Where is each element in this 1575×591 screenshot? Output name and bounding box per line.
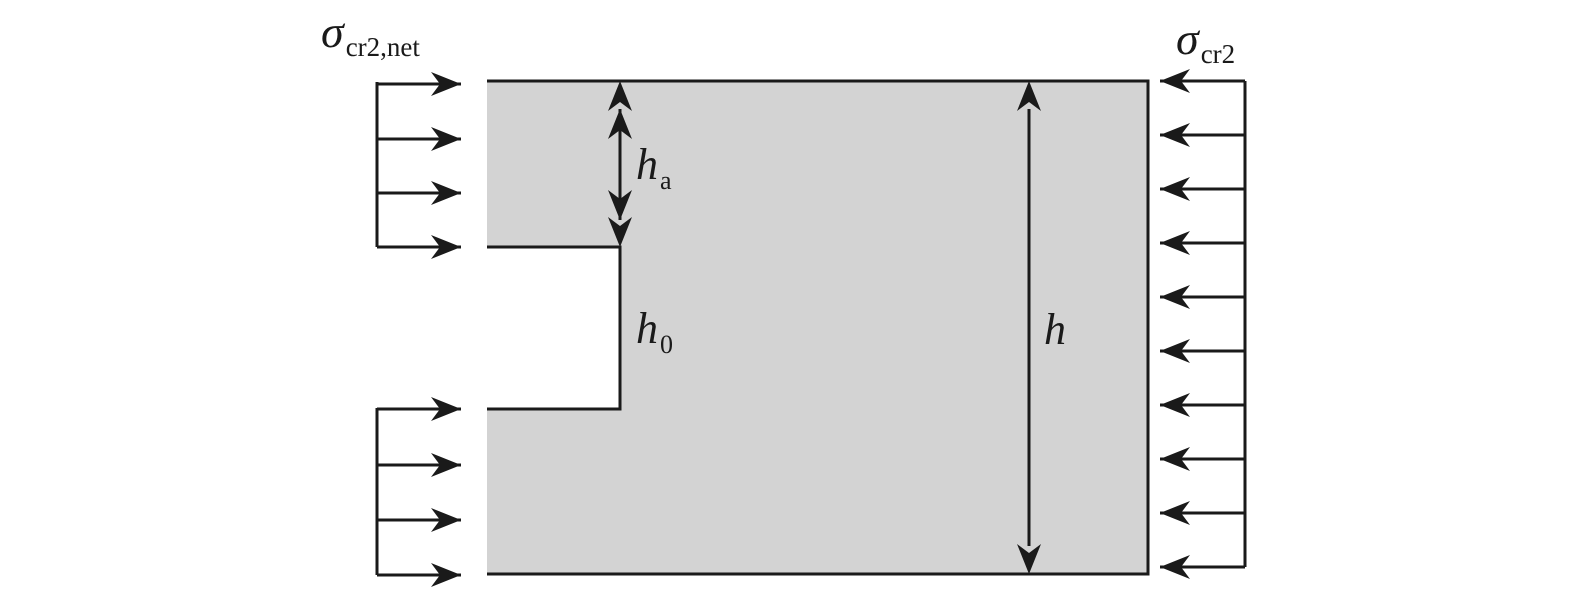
h0-symbol: h [636,304,658,353]
left-stress-symbol: σ [321,6,346,57]
right-stress-label: σcr2 [1176,13,1235,69]
dimension-label-h: h [1044,305,1066,354]
ha-symbol: h [636,140,658,189]
dimension-label-h0: h0 [636,304,673,359]
arrowhead-ha-bottom [608,217,632,247]
left-stress-subscript: cr2,net [346,32,421,62]
right-stress-group [1160,69,1247,579]
left-stress-upper-group [375,72,461,259]
ha-subscript: a [660,166,672,195]
h0-subscript: 0 [660,330,673,359]
left-stress-lower-group [375,397,461,587]
right-stress-subscript: cr2 [1201,39,1235,69]
left-stress-label: σcr2,net [321,6,420,62]
arrowhead-h-top [1017,81,1041,111]
arrowhead-h-bottom [1017,544,1041,574]
dimension-label-ha: ha [636,140,672,195]
right-stress-symbol: σ [1176,13,1201,64]
arrowhead-ha-top [608,81,632,111]
section-body [487,81,1148,574]
section-outline [487,79,1150,576]
